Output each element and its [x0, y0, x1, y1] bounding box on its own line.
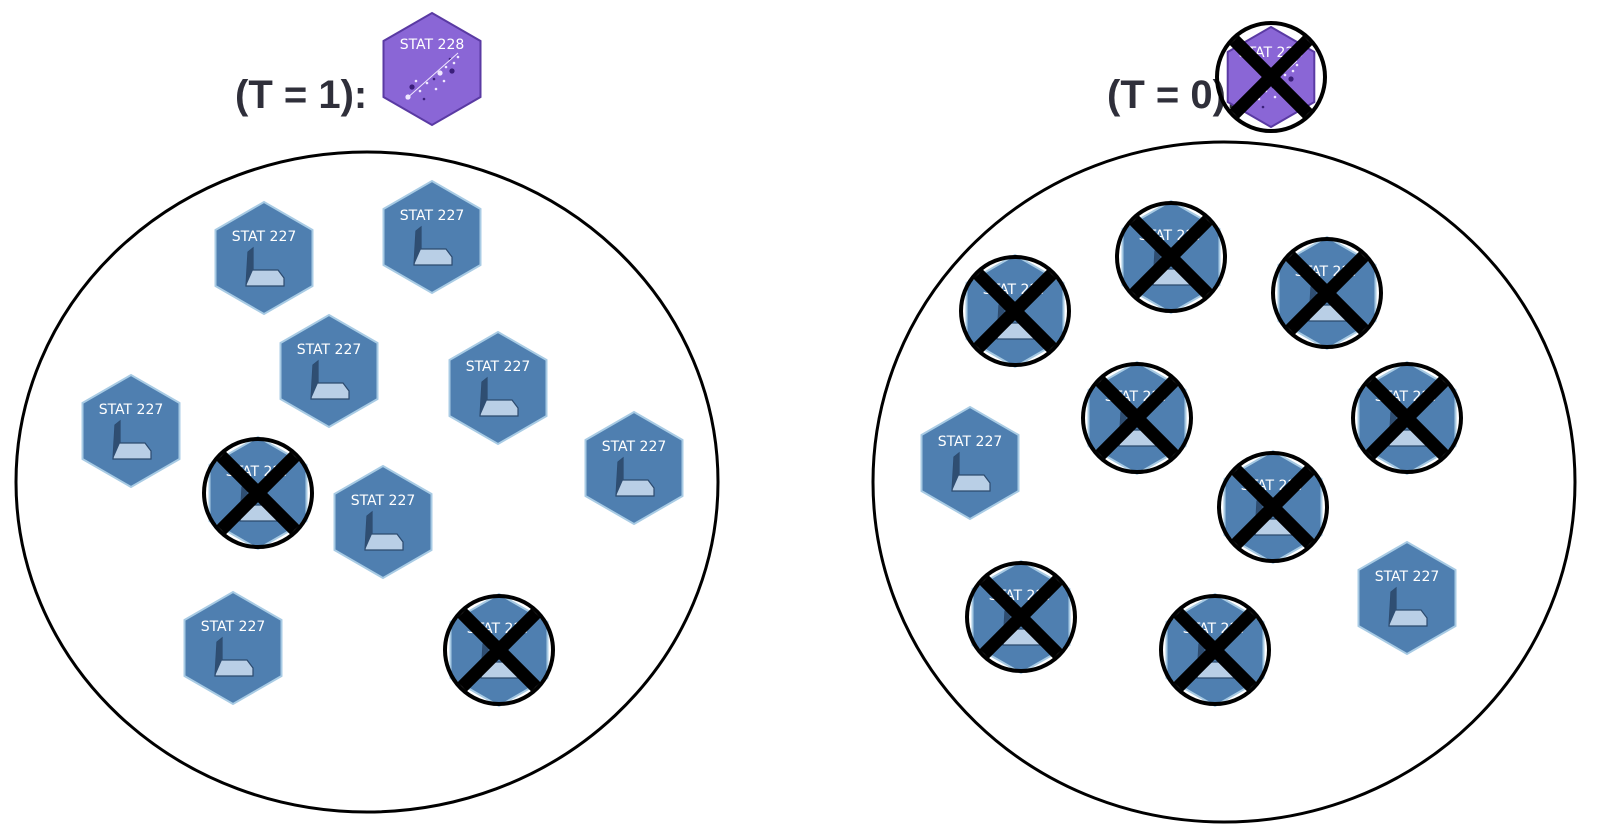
- seat-back: [311, 361, 318, 399]
- cross-stroke: [1129, 215, 1213, 299]
- cross-ring: [1159, 594, 1271, 706]
- hex-shape: [382, 11, 482, 127]
- seat-back: [246, 248, 253, 286]
- cross-mark: [1271, 237, 1383, 349]
- cross-mark: [202, 437, 314, 549]
- hex-label: STAT 227: [232, 229, 297, 245]
- seat-back: [414, 227, 421, 265]
- cross-stroke: [979, 575, 1063, 659]
- cross-stroke: [1285, 251, 1369, 335]
- stat227-hex: STAT 227: [214, 200, 314, 316]
- hex-label: STAT 227: [466, 359, 531, 375]
- hex-label: STAT 227: [99, 402, 164, 418]
- seat-glyph: [364, 510, 404, 551]
- hex-label: STAT 227: [201, 619, 266, 635]
- seat-back: [616, 458, 623, 496]
- cross-ring: [1215, 21, 1327, 133]
- cross-ring: [965, 561, 1077, 673]
- cross-mark: [1081, 362, 1193, 474]
- seat-back: [113, 421, 120, 459]
- hex-shape: [279, 313, 379, 429]
- hex-label: STAT 227: [602, 439, 667, 455]
- group-heading-treated: (T = 1):: [235, 73, 367, 117]
- stat227-hex: STAT 227: [1357, 540, 1457, 656]
- hex-shape: [214, 200, 314, 316]
- hex-label: STAT 227: [297, 342, 362, 358]
- cross-ring: [443, 594, 555, 706]
- seat-glyph: [214, 636, 254, 677]
- seat-back: [952, 453, 959, 491]
- hex-label: STAT 228: [400, 37, 465, 53]
- hex-shape: [920, 405, 1020, 521]
- stat227-hex: STAT 227: [584, 410, 684, 526]
- trend-line: [405, 52, 459, 100]
- cross-ring: [1217, 451, 1329, 563]
- stat227-hex: STAT 227: [333, 464, 433, 580]
- stat228-icon-treated: STAT 228: [382, 11, 482, 127]
- hex-shape: [81, 373, 181, 489]
- stat227-hex: STAT 227: [920, 405, 1020, 521]
- seat-glyph: [615, 456, 655, 497]
- stat227-hex: STAT 227: [279, 313, 379, 429]
- hex-label: STAT 227: [351, 493, 416, 509]
- seat-back: [480, 378, 487, 416]
- population-circle-treated: [14, 150, 720, 814]
- cross-ring: [959, 255, 1071, 367]
- scatter-glyph: [405, 55, 460, 101]
- cross-stroke: [1229, 35, 1313, 119]
- hex-shape: [448, 330, 548, 446]
- cross-stroke: [216, 451, 300, 535]
- seat-glyph: [245, 246, 285, 287]
- population-circle-control: [871, 140, 1577, 824]
- seat-back: [1389, 588, 1396, 626]
- stat227-hex: STAT 227: [448, 330, 548, 446]
- cross-mark: [1159, 594, 1271, 706]
- cross-mark: [1351, 362, 1463, 474]
- seat-back: [215, 638, 222, 676]
- hex-shape: [584, 410, 684, 526]
- cross-mark: [965, 561, 1077, 673]
- hex-shape: [183, 590, 283, 706]
- cross-ring: [1351, 362, 1463, 474]
- cross-ring: [1271, 237, 1383, 349]
- hex-shape: [333, 464, 433, 580]
- hex-label: STAT 227: [1375, 569, 1440, 585]
- seat-back: [365, 512, 372, 550]
- cross-mark: [1215, 21, 1327, 133]
- stat228-icon-control: STAT 228: [1215, 21, 1327, 133]
- cross-stroke: [1095, 376, 1179, 460]
- stat228-hex: STAT 228: [382, 11, 482, 127]
- seat-glyph: [951, 451, 991, 492]
- stat227-hex: STAT 227: [183, 590, 283, 706]
- stat227-hex: STAT 227: [382, 179, 482, 295]
- hex-shape: [1357, 540, 1457, 656]
- cross-stroke: [1173, 608, 1257, 692]
- cross-stroke: [1231, 465, 1315, 549]
- cross-mark: [443, 594, 555, 706]
- hex-label: STAT 227: [400, 208, 465, 224]
- cross-ring: [1081, 362, 1193, 474]
- cross-stroke: [973, 269, 1057, 353]
- cross-mark: [959, 255, 1071, 367]
- cross-mark: [1217, 451, 1329, 563]
- stat227-hex: STAT 227: [81, 373, 181, 489]
- hex-label: STAT 227: [938, 434, 1003, 450]
- cross-stroke: [457, 608, 541, 692]
- cross-mark: [1115, 201, 1227, 313]
- hex-shape: [382, 179, 482, 295]
- cross-ring: [1115, 201, 1227, 313]
- cross-stroke: [1365, 376, 1449, 460]
- cross-ring: [202, 437, 314, 549]
